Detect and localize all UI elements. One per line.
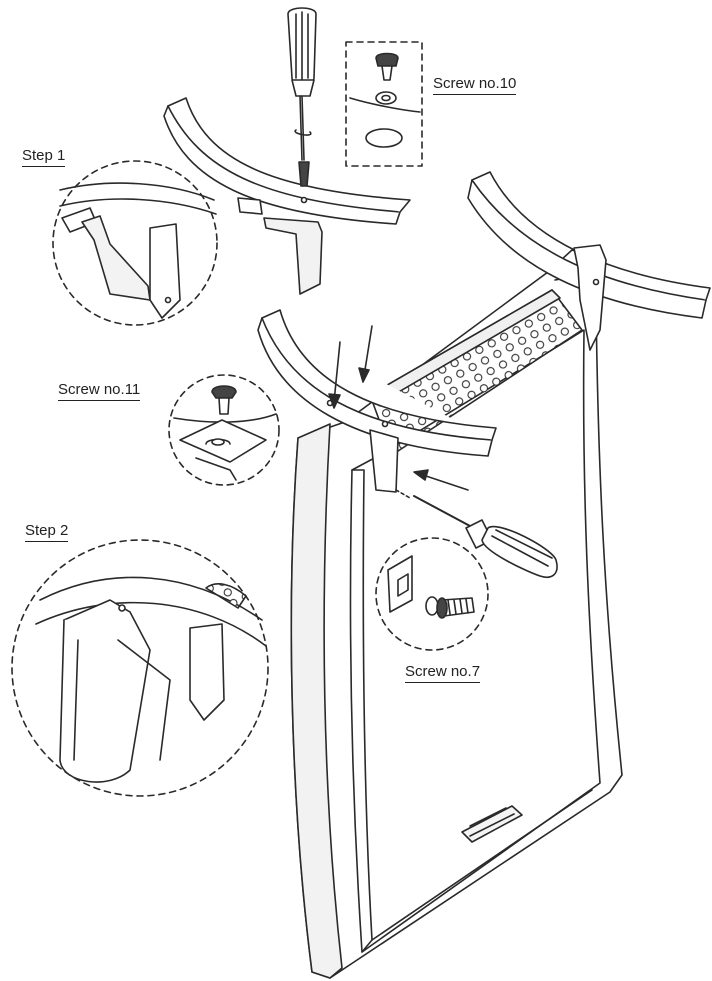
screwdriver-right bbox=[395, 489, 558, 578]
front-arm-arc bbox=[257, 309, 497, 493]
screw10-label: Screw no.10 bbox=[433, 75, 517, 95]
insert-arrows bbox=[328, 325, 469, 491]
top-arm-arc bbox=[163, 97, 411, 295]
screw11-label: Screw no.11 bbox=[58, 381, 141, 401]
screw10-detail bbox=[345, 41, 423, 167]
screw7-detail bbox=[375, 537, 489, 651]
step2-detail bbox=[11, 539, 269, 797]
screw11-detail bbox=[168, 374, 280, 486]
step1-detail bbox=[52, 160, 218, 326]
step2-label: Step 2 bbox=[25, 522, 69, 542]
step1-label: Step 1 bbox=[22, 147, 66, 167]
screw7-label: Screw no.7 bbox=[405, 663, 481, 683]
right-arm-arc bbox=[467, 171, 711, 351]
screwdriver-top bbox=[287, 7, 317, 187]
